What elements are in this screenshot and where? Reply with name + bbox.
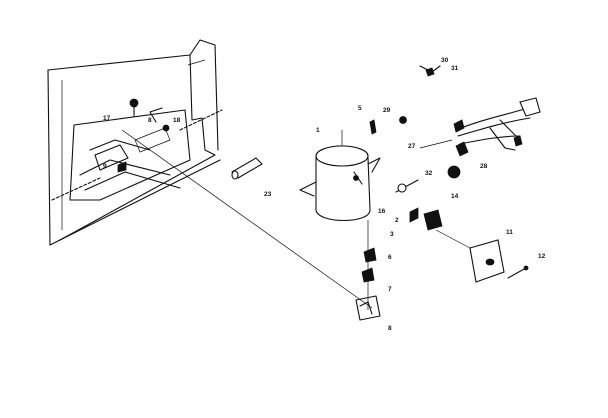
callout-16: 16 (378, 208, 386, 215)
leader-line-base (121, 129, 373, 309)
callout-18: 18 (173, 117, 181, 124)
callout-14: 14 (451, 193, 459, 200)
part-5-bolt (369, 119, 377, 135)
callout-12: 12 (538, 253, 546, 260)
callout-28: 28 (480, 163, 488, 170)
callout-9: 9 (103, 163, 107, 170)
callout-11: 11 (506, 229, 513, 236)
callout-labels: 17 8 18 9 23 1 5 29 30 31 27 28 32 14 16… (103, 57, 546, 332)
part-23-cylinder (231, 157, 263, 180)
compressor (299, 130, 381, 221)
part-10-overload (423, 209, 471, 249)
callout-29: 29 (383, 107, 391, 114)
part-11-cover (469, 239, 505, 283)
callout-31: 31 (451, 65, 459, 72)
vertical-stack-parts (355, 207, 419, 321)
callout-1: 1 (316, 127, 320, 134)
callout-3: 3 (390, 231, 394, 238)
callout-8b: 8 (388, 325, 392, 332)
callout-7: 7 (388, 286, 392, 293)
part-29-clip (399, 116, 407, 124)
callout-5: 5 (358, 105, 362, 112)
cabinet-base (47, 39, 223, 246)
part-12-screw (507, 265, 529, 279)
callout-8a: 8 (148, 117, 152, 124)
callout-2: 2 (395, 217, 399, 224)
wire-harness (419, 97, 541, 157)
callout-30: 30 (441, 57, 449, 64)
callout-32: 32 (425, 170, 433, 177)
callout-27: 27 (408, 143, 416, 150)
callout-6: 6 (388, 254, 392, 261)
callout-17: 17 (103, 115, 111, 122)
part-14-tube (395, 179, 419, 193)
part-32-relay (447, 165, 461, 179)
part-30-clip (419, 65, 441, 77)
callout-23: 23 (264, 191, 272, 198)
